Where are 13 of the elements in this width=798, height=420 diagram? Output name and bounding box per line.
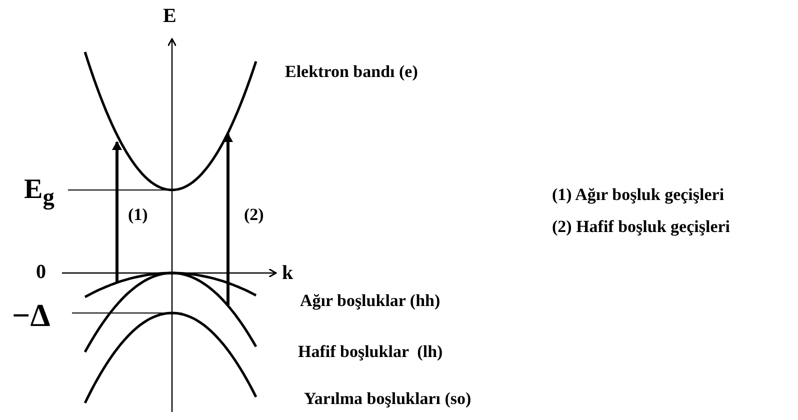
band-label: Ağır boşluklar (hh) — [300, 292, 440, 309]
energy-label: E$_{g}$ — [24, 176, 54, 210]
legend-text: (2) Hafif boşluk geçişleri — [552, 218, 730, 235]
transition-number: (2) — [244, 206, 264, 223]
energy-label: −Δ — [12, 299, 50, 331]
energy-label: 0 — [36, 262, 46, 282]
legend-text: (1) Ağır boşluk geçişleri — [552, 186, 724, 203]
band-label: Yarılma boşlukları (so) — [304, 390, 472, 407]
band-label: Elektron bandı (e) — [285, 63, 418, 80]
band-label: Hafif boşluklar (lh) — [298, 343, 443, 360]
axis-label: E — [163, 6, 176, 26]
axis-label: k — [282, 263, 294, 283]
transition-number: (1) — [128, 206, 148, 223]
